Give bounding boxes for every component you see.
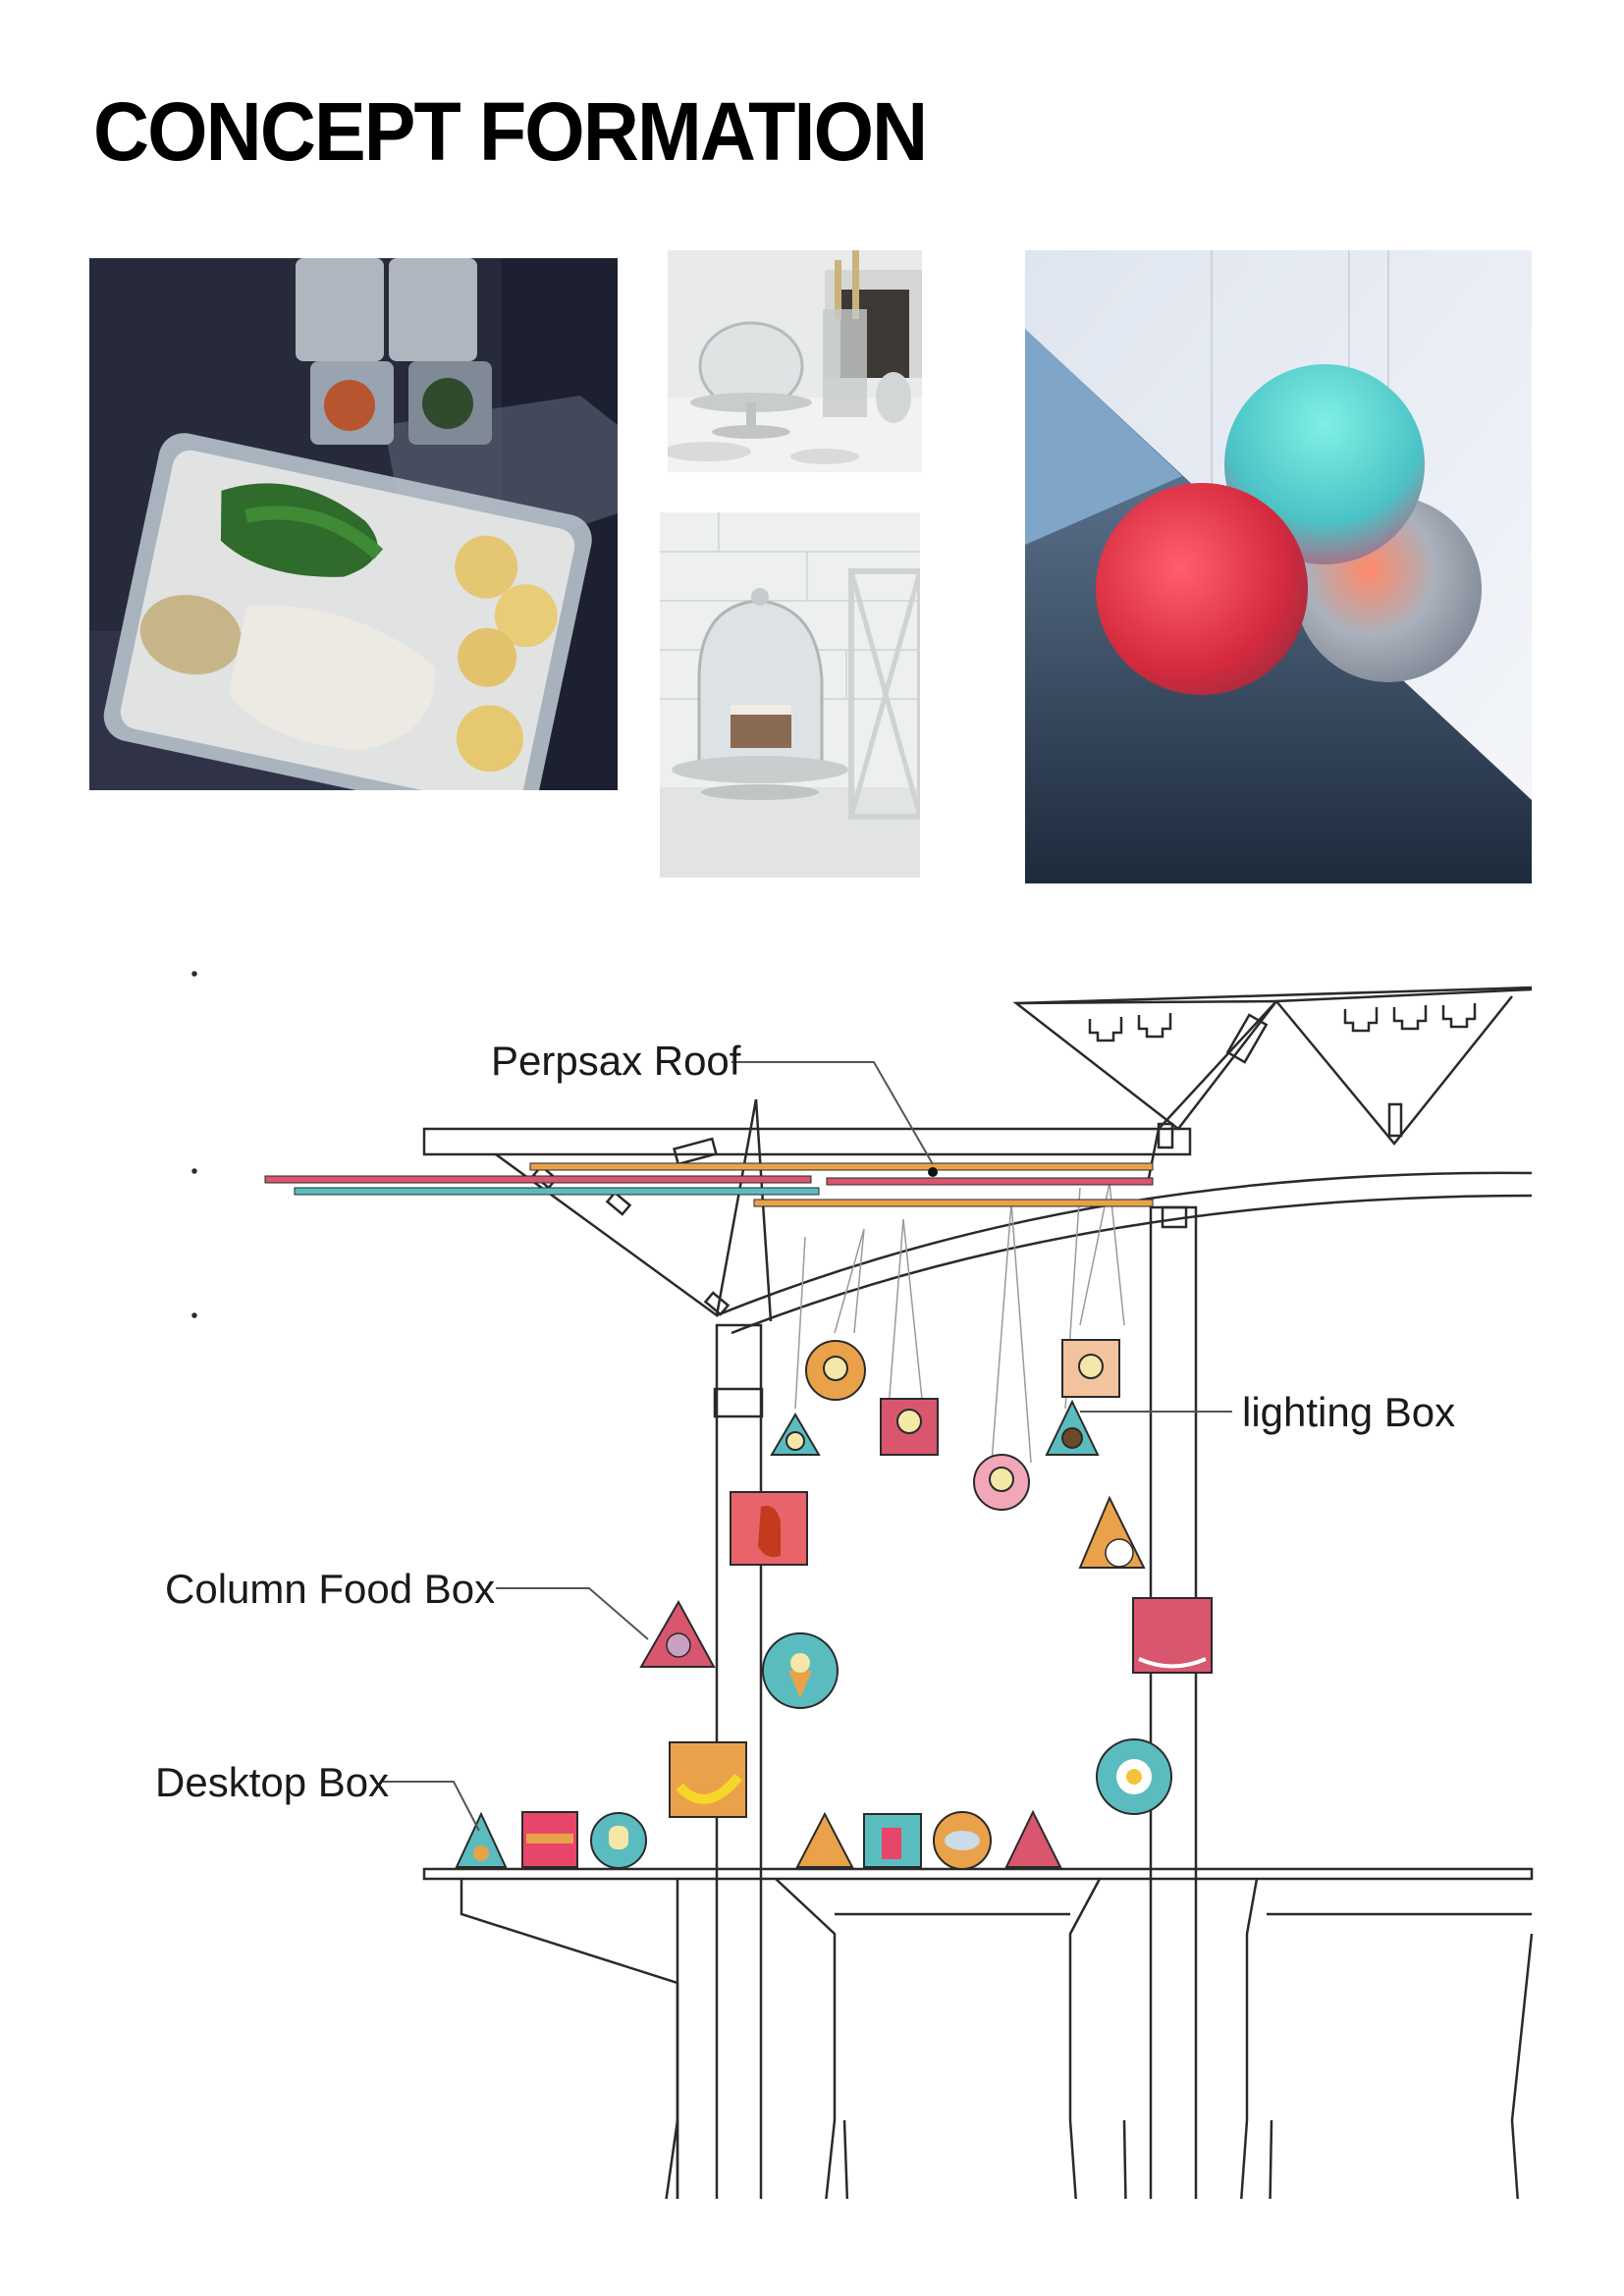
right-column: [1149, 1205, 1198, 2296]
lighting-label: lighting Box: [1242, 1389, 1455, 1435]
lighting-boxes: [770, 1339, 1120, 1511]
column-food-leader: [496, 1587, 649, 1640]
table-top: [422, 1867, 1534, 1881]
column-food-boxes: [639, 1491, 1213, 1818]
roof-leader: [731, 1061, 934, 1165]
pendant-lights-photo: [1025, 250, 1532, 883]
column-food-label: Column Food Box: [165, 1566, 495, 1612]
page-title: CONCEPT FORMATION: [93, 85, 928, 178]
upper-roof-left-v: [1012, 999, 1279, 1131]
left-roof-truss: [495, 1098, 758, 1318]
glass-cake-stand-photo: [668, 250, 922, 472]
pavilion-section-diagram: Perpsax Roof lighting Box Column Food Bo…: [0, 942, 1624, 2296]
desktop-boxes: [455, 1809, 1062, 1870]
roof-label: Perpsax Roof: [491, 1038, 741, 1084]
glass-cloche-photo: [660, 512, 920, 878]
roof-plate: [422, 1127, 1192, 1156]
desktop-label: Desktop Box: [155, 1759, 389, 1805]
left-column: [715, 1323, 763, 2296]
desktop-leader: [381, 1781, 480, 1832]
meal-prep-photo: [89, 258, 618, 790]
